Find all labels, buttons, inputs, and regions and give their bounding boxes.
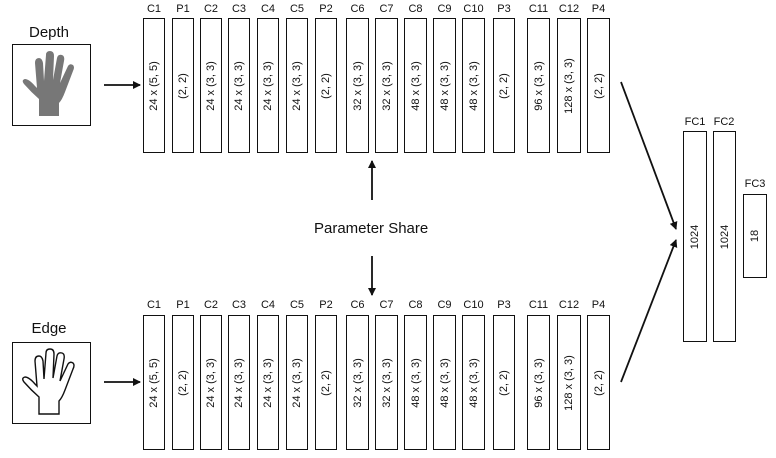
depth-layer-box: 24 x (3, 3) [257, 18, 279, 153]
edge-layer-box: 96 x (3, 3) [527, 315, 550, 450]
edge-layer-label: C2 [203, 299, 219, 311]
edge-layer-label: C5 [289, 299, 305, 311]
depth-layer-label: P1 [176, 3, 190, 15]
depth-layer-box: 48 x (3, 3) [404, 18, 427, 153]
edge-layer-box: 48 x (3, 3) [404, 315, 427, 450]
edge-layer-box: 24 x (3, 3) [200, 315, 222, 450]
edge-layer-label: C8 [408, 299, 423, 311]
edge-to-fc-arrow [620, 239, 678, 383]
depth-hand-image [12, 44, 91, 126]
depth-layer-box: 96 x (3, 3) [527, 18, 550, 153]
depth-layer-label: P4 [591, 3, 606, 15]
edge-layer-box: 48 x (3, 3) [462, 315, 485, 450]
depth-layer-label: C5 [289, 3, 305, 15]
depth-layer-box: 32 x (3, 3) [375, 18, 398, 153]
depth-layer-label: C12 [558, 3, 580, 15]
edge-layer-label: C1 [146, 299, 162, 311]
depth-branch-title: Depth [28, 24, 70, 41]
depth-layer-label: P2 [319, 3, 333, 15]
depth-layer-label: C4 [260, 3, 276, 15]
edge-layer-label: P1 [176, 299, 190, 311]
depth-to-fc-arrow [620, 81, 678, 230]
edge-layer-label: C7 [379, 299, 394, 311]
edge-layer-box: 24 x (5, 5) [143, 315, 165, 450]
edge-layer-box: 24 x (3, 3) [257, 315, 279, 450]
depth-layer-box: (2, 2) [315, 18, 337, 153]
edge-layer-label: C11 [528, 299, 549, 311]
depth-layer-box: 32 x (3, 3) [346, 18, 369, 153]
depth-layer-box: (2, 2) [172, 18, 194, 153]
depth-layer-box: 24 x (5, 5) [143, 18, 165, 153]
edge-layer-box: 24 x (3, 3) [286, 315, 308, 450]
edge-layer-box: 128 x (3, 3) [557, 315, 581, 450]
fc3-layer: 18 [743, 194, 767, 278]
edge-layer-box: 24 x (3, 3) [228, 315, 250, 450]
depth-layer-label: P3 [497, 3, 511, 15]
edge-layer-box: (2, 2) [587, 315, 610, 450]
fc1-layer: 1024 [683, 131, 707, 342]
edge-layer-box: 32 x (3, 3) [346, 315, 369, 450]
edge-hand-image [12, 342, 91, 424]
depth-layer-box: 24 x (3, 3) [228, 18, 250, 153]
edge-layer-box: (2, 2) [493, 315, 515, 450]
edge-layer-box: 48 x (3, 3) [433, 315, 456, 450]
depth-layer-box: 24 x (3, 3) [200, 18, 222, 153]
depth-layer-label: C2 [203, 3, 219, 15]
depth-layer-label: C1 [146, 3, 162, 15]
edge-layer-label: C6 [350, 299, 365, 311]
depth-layer-label: C7 [379, 3, 394, 15]
depth-layer-label: C6 [350, 3, 365, 15]
fc1-label: FC1 [684, 116, 706, 128]
depth-hand-icon [22, 51, 74, 116]
edge-layer-label: C10 [463, 299, 484, 311]
edge-layer-label: P4 [591, 299, 606, 311]
depth-layer-box: 48 x (3, 3) [462, 18, 485, 153]
parameter-share-label: Parameter Share [314, 220, 429, 237]
depth-layer-label: C3 [231, 3, 247, 15]
fc2-label: FC2 [713, 116, 735, 128]
depth-layer-label: C8 [408, 3, 423, 15]
edge-layer-box: 32 x (3, 3) [375, 315, 398, 450]
edge-layer-label: P3 [497, 299, 511, 311]
edge-layer-label: C9 [437, 299, 452, 311]
depth-layer-label: C11 [528, 3, 549, 15]
depth-layer-box: (2, 2) [493, 18, 515, 153]
edge-layer-label: C4 [260, 299, 276, 311]
edge-branch-title: Edge [31, 320, 67, 337]
depth-layer-label: C9 [437, 3, 452, 15]
edge-layer-label: C12 [558, 299, 580, 311]
edge-hand-icon [22, 348, 75, 415]
fc2-layer: 1024 [713, 131, 736, 342]
depth-layer-box: (2, 2) [587, 18, 610, 153]
edge-layer-label: C3 [231, 299, 247, 311]
depth-layer-box: 48 x (3, 3) [433, 18, 456, 153]
depth-layer-box: 128 x (3, 3) [557, 18, 581, 153]
depth-layer-label: C10 [463, 3, 484, 15]
edge-layer-box: (2, 2) [172, 315, 194, 450]
fc3-label: FC3 [744, 178, 766, 190]
edge-layer-box: (2, 2) [315, 315, 337, 450]
depth-layer-box: 24 x (3, 3) [286, 18, 308, 153]
edge-layer-label: P2 [319, 299, 333, 311]
